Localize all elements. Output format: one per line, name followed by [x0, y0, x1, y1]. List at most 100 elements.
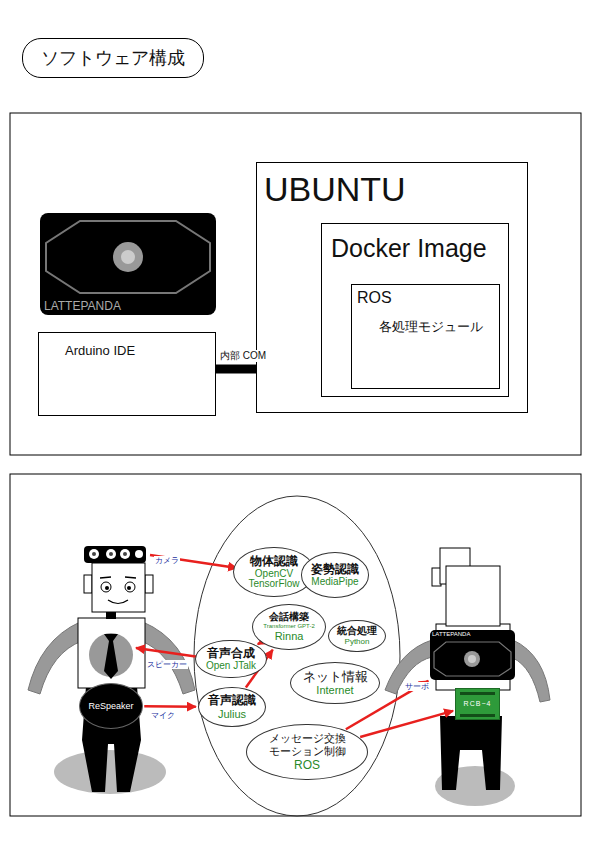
node-text: Arduino IDE: [65, 343, 215, 359]
node-text: ReSpeaker: [88, 701, 133, 712]
container-box: ROS 各処理モジュール: [351, 284, 500, 389]
robot-pupil: [127, 586, 131, 590]
camera-lens: [106, 549, 116, 559]
robot-arm: [141, 622, 195, 694]
board-node: LATTEPANDA: [430, 630, 515, 680]
callout-label: スピーカー: [146, 660, 188, 669]
node-text: 各処理モジュール: [379, 319, 499, 335]
node-text: Transformer GPT-2: [263, 623, 314, 630]
node-content: LATTEPANDA: [44, 299, 121, 313]
node-text: LATTEPANDA: [44, 299, 121, 313]
board-graphic: [430, 630, 515, 680]
node-content: 音声認識Julius: [208, 693, 256, 721]
board-fan-center: [468, 655, 476, 663]
camera-lens: [89, 549, 99, 559]
node-text: Internet: [316, 684, 353, 697]
node-text: Julius: [218, 708, 246, 721]
node-content: Docker Image: [322, 224, 508, 263]
node-text: Rinna: [275, 630, 304, 643]
robot-legs: [82, 686, 141, 792]
robot-arm: [28, 622, 82, 694]
robot-body: [78, 618, 145, 688]
edge-label: マイク: [150, 711, 176, 720]
robot-eyebrows: [100, 577, 136, 578]
connector: [258, 643, 261, 644]
node-content: Arduino IDE: [39, 333, 215, 359]
robot-shadow: [54, 750, 166, 794]
node-text: LATTEPANDA: [432, 631, 470, 638]
node-text: RCB−4: [464, 700, 492, 708]
node-content: メッセージ交換 モーション制御ROS: [267, 732, 347, 773]
node-content: 音声合成Open JTalk: [206, 646, 256, 672]
node-content: LATTEPANDA: [432, 631, 470, 638]
ellipse-node: 音声認識Julius: [198, 687, 266, 727]
node-text: ネット情報: [303, 669, 368, 685]
container-box: Arduino IDE: [38, 332, 216, 416]
bottom-panel: [10, 474, 581, 816]
node-text: OpenCV TensorFlow: [245, 569, 303, 590]
camera-arrow: [150, 555, 237, 568]
container-box: ROS 各処理モジュール Docker Image: [321, 223, 509, 397]
robot-head: [92, 563, 145, 612]
node-text: 会話構築: [269, 611, 309, 623]
node-text: 音声認識: [208, 693, 256, 707]
camera-lens: [123, 552, 127, 556]
node-text: 音声合成: [207, 646, 255, 660]
camera-lens: [109, 552, 113, 556]
connector: [360, 711, 453, 737]
board-outline: [434, 642, 511, 676]
robot-head: [446, 566, 500, 626]
robot-ear: [84, 575, 92, 593]
connector-strip: [460, 714, 495, 717]
robot-eye: [101, 582, 111, 592]
node-content: 会話構築Transformer GPT-2Rinna: [263, 611, 314, 643]
robot-arm: [385, 640, 432, 694]
board-fan-center: [121, 250, 135, 264]
connector-strip: [460, 692, 495, 695]
robot-pupil: [105, 586, 109, 590]
connector: [144, 705, 196, 708]
ellipse-node: ReSpeaker: [79, 683, 144, 729]
node-text: Docker Image: [331, 233, 508, 263]
ellipse-node: ネット情報Internet: [290, 662, 381, 704]
callout-label: サーボ: [404, 682, 430, 691]
edge-label: 内部 COM: [219, 350, 267, 362]
node-content: 姿勢認識MediaPipe: [311, 562, 359, 588]
software-group-ellipse: [194, 496, 400, 816]
node-content: 統合処理Python: [337, 625, 377, 647]
ellipse-node: メッセージ交換 モーション制御ROS: [246, 724, 368, 781]
board-fan: [113, 242, 143, 272]
node-text: MediaPipe: [311, 576, 358, 588]
node-text: ROS: [357, 288, 499, 307]
board-node: LATTEPANDA: [40, 213, 216, 315]
robot-ear: [145, 575, 153, 593]
node-text: Python: [345, 637, 370, 647]
board-outline: [46, 221, 210, 293]
camera-lens: [92, 552, 96, 556]
node-text: UBUNTU: [264, 169, 527, 210]
container-box: ROS 各処理モジュール Docker Image UBUNTU: [256, 162, 528, 413]
ellipse-node: 会話構築Transformer GPT-2Rinna: [252, 604, 326, 650]
ellipse-node: 音声合成Open JTalk: [195, 640, 266, 679]
node-text: ROS: [294, 758, 320, 772]
node-content: RCB−4: [464, 700, 492, 708]
node-text: Open JTalk: [206, 660, 256, 672]
node-content: ネット情報Internet: [303, 669, 368, 698]
robot-eye: [125, 582, 135, 592]
controller-board: RCB−4: [455, 688, 500, 720]
robot-tie: [104, 634, 118, 679]
node-content: UBUNTU: [257, 163, 527, 210]
node-text: 統合処理: [337, 625, 377, 637]
node-text: メッセージ交換 モーション制御: [267, 732, 347, 758]
node-text: 物体認識: [250, 554, 298, 568]
robot-mouth: [108, 600, 128, 604]
board-fan: [464, 651, 480, 667]
node-content: ROS 各処理モジュール: [352, 285, 499, 335]
node-content: 物体認識OpenCV TensorFlow: [245, 554, 303, 589]
camera-bar: [84, 546, 146, 563]
robot-legs: [440, 716, 502, 790]
speaker-arrow: [136, 648, 199, 657]
ellipse-node: 統合処理Python: [328, 620, 386, 653]
callout-label: カメラ: [154, 556, 180, 565]
node-text: 姿勢認識: [311, 562, 359, 576]
